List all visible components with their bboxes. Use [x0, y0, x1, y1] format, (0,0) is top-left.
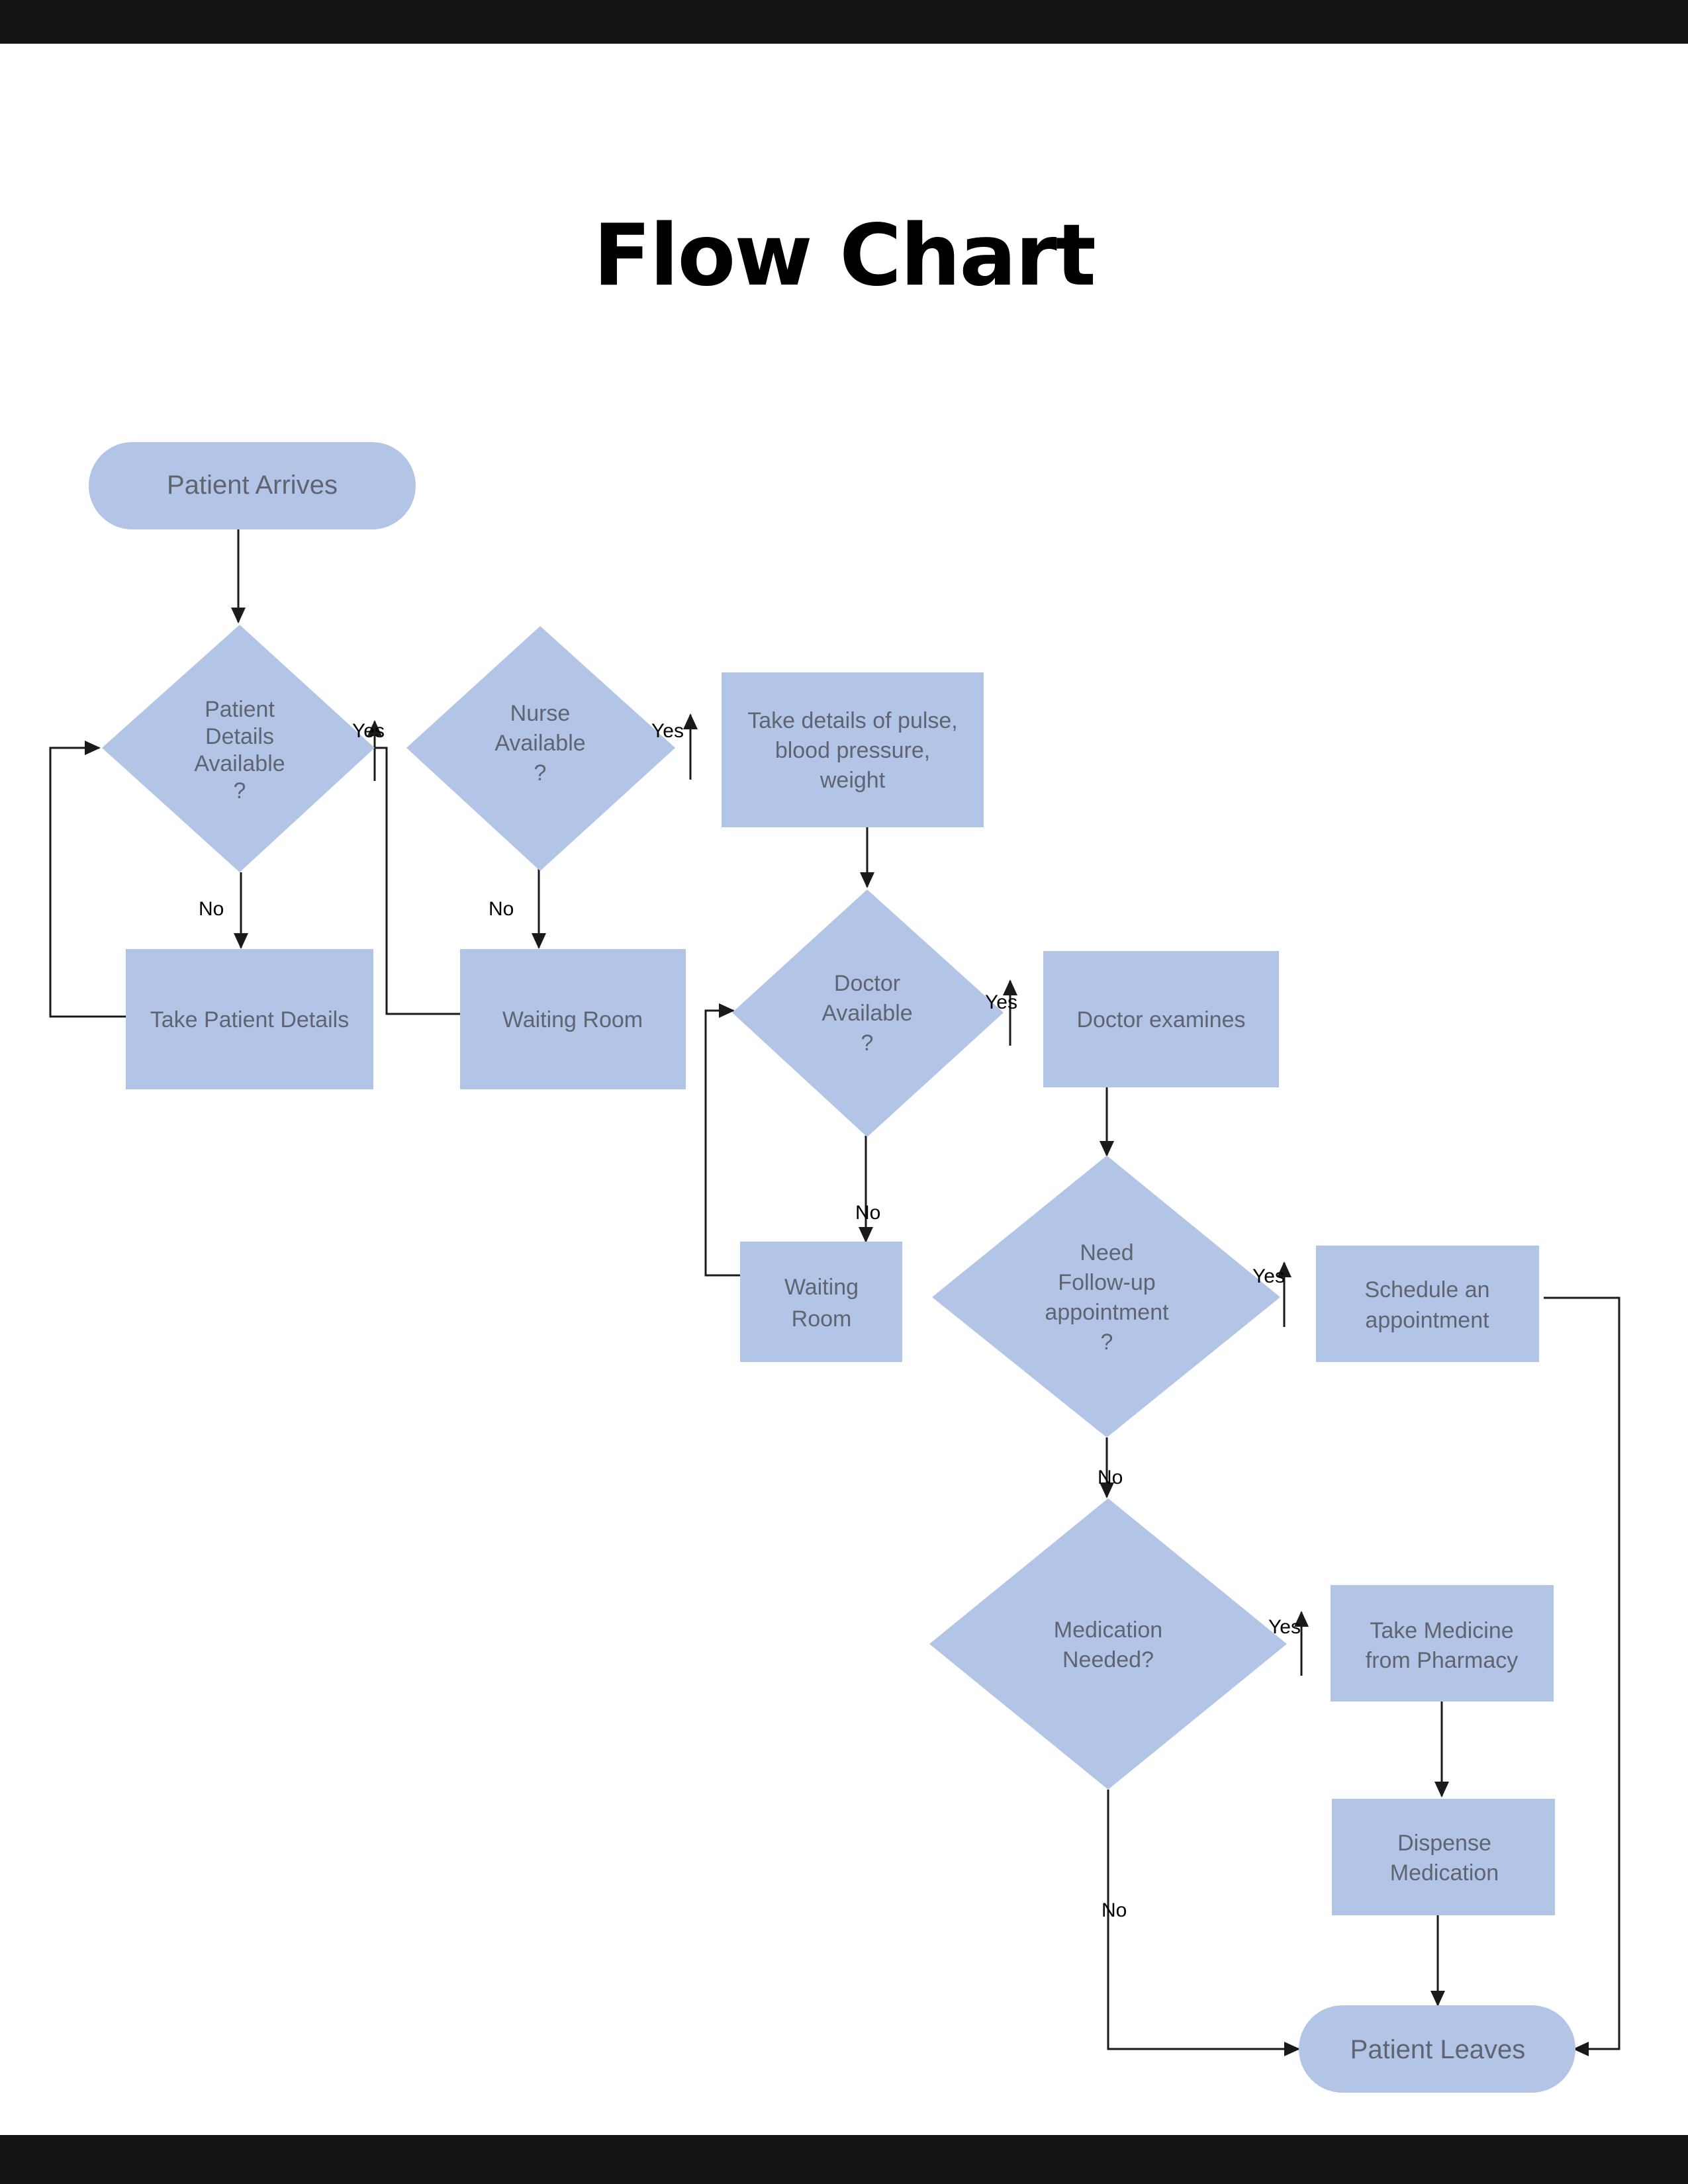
label-take-vitals: Take details of pulse, blood pressure, wei… [747, 708, 958, 793]
node-label-line: ? [861, 1030, 874, 1056]
label-doctor-examines: Doctor examines [1076, 1007, 1245, 1032]
edge-medication-no [1107, 1790, 1300, 2056]
node-label-line: Available [821, 1001, 912, 1026]
node-label-line: Details [205, 724, 274, 749]
page-title: Flow Chart [593, 206, 1096, 305]
node-label-line: Waiting Room [502, 1007, 643, 1032]
node-label-line: Nurse [510, 701, 571, 726]
node-waiting-room-2 [740, 1242, 902, 1362]
edge-label-followup-yes: Yes [1252, 1265, 1285, 1287]
label-patient-leaves: Patient Leaves [1350, 2035, 1526, 2064]
node-label-line: Waiting [784, 1275, 859, 1300]
edge-label-medication-yes: Yes [1268, 1616, 1301, 1638]
node-take-patient-details [126, 949, 373, 1089]
node-label-line: Medication [1390, 1860, 1499, 1886]
node-label-line: Dispense [1397, 1831, 1491, 1856]
label-patient-arrives: Patient Arrives [167, 471, 338, 500]
node-label-line: Doctor examines [1076, 1007, 1245, 1032]
node-label-line: Doctor [834, 971, 900, 996]
node-label-line: ? [1101, 1330, 1113, 1355]
node-label-line: Take details of pulse, [747, 708, 958, 733]
node-label-line: Medication [1054, 1617, 1162, 1643]
node-label-line: Patient Arrives [167, 471, 338, 500]
label-waiting-room-1: Waiting Room [502, 1007, 643, 1032]
node-label-line: appointment [1365, 1308, 1489, 1333]
edge-label-details-yes: Yes [352, 720, 385, 742]
node-patient-leaves [1299, 2005, 1575, 2093]
node-doctor-available [732, 889, 1004, 1137]
node-label-line: Take Patient Details [150, 1007, 350, 1032]
node-label-line: Follow-up [1058, 1270, 1155, 1295]
label-schedule-appointment: Schedule an appointment [1364, 1277, 1489, 1333]
node-label-line: Patient Leaves [1350, 2035, 1526, 2064]
node-schedule-appointment [1316, 1246, 1539, 1362]
node-label-line: Patient [205, 697, 275, 722]
node-label-line: Take Medicine [1370, 1618, 1513, 1643]
edge-label-medication-no: No [1102, 1899, 1127, 1921]
label-take-medicine: Take Medicine from Pharmacy [1366, 1618, 1519, 1673]
edge-take-details-loop [49, 741, 126, 1018]
node-label-line: weight [820, 768, 886, 793]
node-label-line: appointment [1045, 1300, 1169, 1325]
node-details-available [102, 625, 375, 872]
node-need-followup [932, 1156, 1280, 1437]
node-patient-arrives [89, 442, 416, 529]
node-label-line: Need [1080, 1240, 1133, 1265]
edge-schedule-to-leaves [1544, 1297, 1620, 2056]
node-doctor-examines [1043, 951, 1279, 1087]
edge-label-doctor-yes: Yes [985, 991, 1017, 1013]
node-waiting-room-1 [460, 949, 686, 1089]
edge-label-doctor-no: No [855, 1202, 880, 1224]
node-medication-needed [929, 1498, 1287, 1790]
node-label-line: ? [234, 778, 246, 803]
node-take-medicine [1331, 1585, 1554, 1702]
node-dispense-medication [1332, 1799, 1555, 1915]
edge-waiting2-loop [704, 1003, 740, 1277]
edge-label-nurse-no: No [489, 898, 514, 920]
top-bar [0, 0, 1688, 44]
edge-label-nurse-yes: Yes [651, 720, 684, 742]
node-label-line: blood pressure, [775, 738, 930, 763]
node-label-line: Room [792, 1306, 852, 1332]
edges [49, 529, 1620, 2056]
edge-label-followup-no: No [1098, 1467, 1123, 1488]
nodes [89, 442, 1575, 2093]
edge-labels: Yes No Yes No Yes No Yes No Yes No [199, 720, 1301, 1921]
node-label-line: from Pharmacy [1366, 1648, 1519, 1673]
node-label-line: Needed? [1062, 1647, 1154, 1672]
label-take-patient-details: Take Patient Details [150, 1007, 350, 1032]
edge-label-details-no: No [199, 898, 224, 920]
node-label-line: Available [194, 751, 285, 776]
node-label-line: ? [534, 760, 547, 786]
edge-waiting1-back [375, 747, 460, 1015]
node-label-line: Available [494, 731, 585, 756]
bottom-bar [0, 2135, 1688, 2184]
node-label-line: Schedule an [1364, 1277, 1489, 1302]
node-nurse-available [406, 626, 675, 871]
node-take-vitals [722, 672, 984, 827]
